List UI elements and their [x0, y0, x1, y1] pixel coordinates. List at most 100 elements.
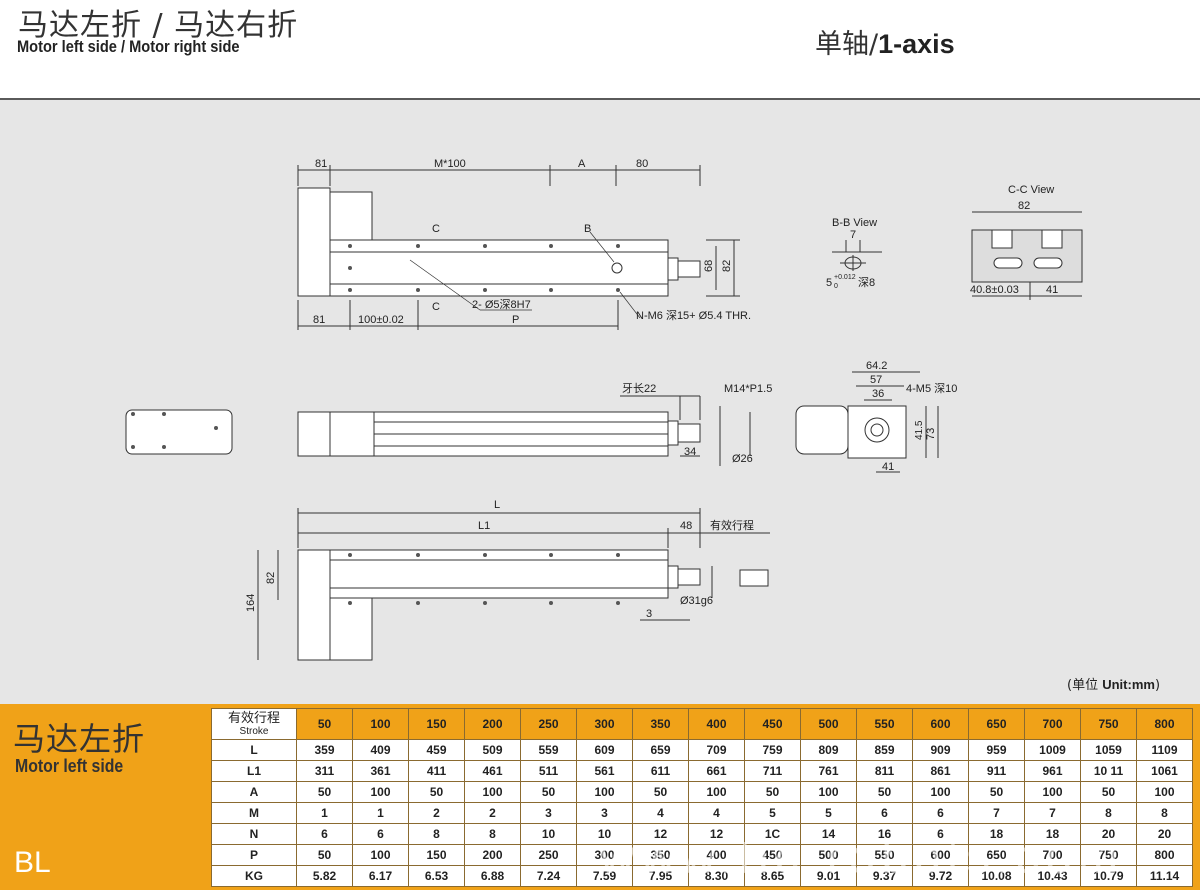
table-cell: 411 — [408, 760, 465, 782]
table-cell: 150 — [408, 844, 465, 866]
row-label: N — [211, 823, 297, 845]
bb-depth: 深8 — [858, 276, 875, 289]
end-dim-642: 64.2 — [866, 360, 887, 372]
table-cell: 6.17 — [352, 865, 409, 887]
table-cell: 14 — [800, 823, 857, 845]
table-cell: 6 — [352, 823, 409, 845]
stroke-col-header: 150 — [408, 708, 465, 740]
motor-side-left — [125, 409, 233, 455]
table-cell: 300 — [576, 844, 633, 866]
table-cell: 6 — [296, 823, 353, 845]
table-cell: 50 — [408, 781, 465, 803]
table-cell: 12 — [632, 823, 689, 845]
end-dim-57: 57 — [870, 374, 882, 386]
table-cell: 50 — [744, 781, 801, 803]
bb-tol: 5 — [826, 277, 832, 289]
title-en: Motor left side / Motor right side — [17, 37, 240, 56]
table-cell: 10 11 — [1080, 760, 1137, 782]
table-cell: 10.79 — [1080, 865, 1137, 887]
unit-en: Unit:mm — [1102, 677, 1155, 692]
label-c-bottom: C — [432, 301, 440, 313]
table-cell: 1009 — [1024, 739, 1081, 761]
bottom-dim-3: 3 — [646, 608, 652, 620]
table-cell: 459 — [408, 739, 465, 761]
model-label-cell: 马达左折 Motor left side BL — [0, 704, 211, 890]
table-cell: 50 — [968, 781, 1025, 803]
table-cell: 8 — [1080, 802, 1137, 824]
table-cell: 400 — [688, 844, 745, 866]
table-cell: 6 — [912, 802, 969, 824]
table-cell: 611 — [632, 760, 689, 782]
table-cell: 509 — [464, 739, 521, 761]
table-cell: 809 — [800, 739, 857, 761]
table-cell: 761 — [800, 760, 857, 782]
label-thread: N-M6 深15+ Ø5.4 THR. — [636, 309, 751, 322]
table-cell: 1059 — [1080, 739, 1137, 761]
table-cell: 9.37 — [856, 865, 913, 887]
unit-note: (单位 Unit:mm) — [1067, 674, 1160, 693]
side-thread: M14*P1.5 — [724, 383, 772, 395]
drawing-svg: 81 M*100 A 80 C C B 2- Ø5深8H7 N-M6 深15+ … — [125, 158, 1083, 661]
table-cell: 100 — [1136, 781, 1193, 803]
table-cell: 861 — [912, 760, 969, 782]
dim-80: 80 — [636, 158, 648, 170]
bottom-stroke: 有效行程 — [710, 518, 754, 532]
stroke-col-header: 100 — [352, 708, 409, 740]
table-cell: 100 — [576, 781, 633, 803]
table-cell: 5 — [744, 802, 801, 824]
table-cell: 711 — [744, 760, 801, 782]
stroke-col-header: 700 — [1024, 708, 1081, 740]
bottom-dim-48: 48 — [680, 520, 692, 532]
stroke-col-header: 450 — [744, 708, 801, 740]
table-cell: 7.95 — [632, 865, 689, 887]
table-cell: 859 — [856, 739, 913, 761]
dim-a: A — [578, 158, 586, 170]
table-cell: 350 — [632, 844, 689, 866]
dim-68: 68 — [703, 260, 715, 272]
table-cell: 7.59 — [576, 865, 633, 887]
table-cell: 2 — [464, 802, 521, 824]
table-cell: 18 — [968, 823, 1025, 845]
side-dim-34: 34 — [684, 446, 696, 458]
table-cell: 5.82 — [296, 865, 353, 887]
stroke-col-header: 650 — [968, 708, 1025, 740]
table-cell: 650 — [968, 844, 1025, 866]
table-cell: 4 — [632, 802, 689, 824]
page-header: 马达左折 / 马达右折 Motor left side / Motor righ… — [0, 0, 1200, 100]
end-dim-73: 73 — [925, 428, 937, 440]
side-thread-len: 牙长22 — [622, 382, 656, 395]
stroke-col-header: 800 — [1136, 708, 1193, 740]
label-c-top: C — [432, 223, 440, 235]
table-cell: 7.24 — [520, 865, 577, 887]
end-dim-415: 41.5 — [914, 420, 925, 440]
table-cell: 311 — [296, 760, 353, 782]
model-en: Motor left side — [15, 756, 124, 776]
table-cell: 6.53 — [408, 865, 465, 887]
dim-82: 82 — [721, 260, 733, 272]
row-label: L1 — [211, 760, 297, 782]
table-cell: 8 — [1136, 802, 1193, 824]
table-cell: 20 — [1080, 823, 1137, 845]
end-dim-36: 36 — [872, 388, 884, 400]
table-cell: 2 — [408, 802, 465, 824]
model-cn: 马达左折 — [13, 720, 146, 758]
bb-dim-7: 7 — [850, 229, 856, 241]
table-cell: 511 — [520, 760, 577, 782]
label-b: B — [584, 223, 591, 235]
table-cell: 100 — [352, 781, 409, 803]
table-cell: 18 — [1024, 823, 1081, 845]
bb-tol-sub: 0 — [834, 283, 838, 290]
table-cell: 909 — [912, 739, 969, 761]
title-cn: 马达左折 / 马达右折 — [18, 8, 299, 43]
table-cell: 550 — [856, 844, 913, 866]
cc-dim-41: 41 — [1046, 284, 1058, 296]
table-cell: 959 — [968, 739, 1025, 761]
stroke-header-cn: 有效行程 — [227, 710, 280, 726]
table-cell: 5 — [800, 802, 857, 824]
table-cell: 6 — [912, 823, 969, 845]
unit-cn: (单位 — [1067, 678, 1103, 693]
